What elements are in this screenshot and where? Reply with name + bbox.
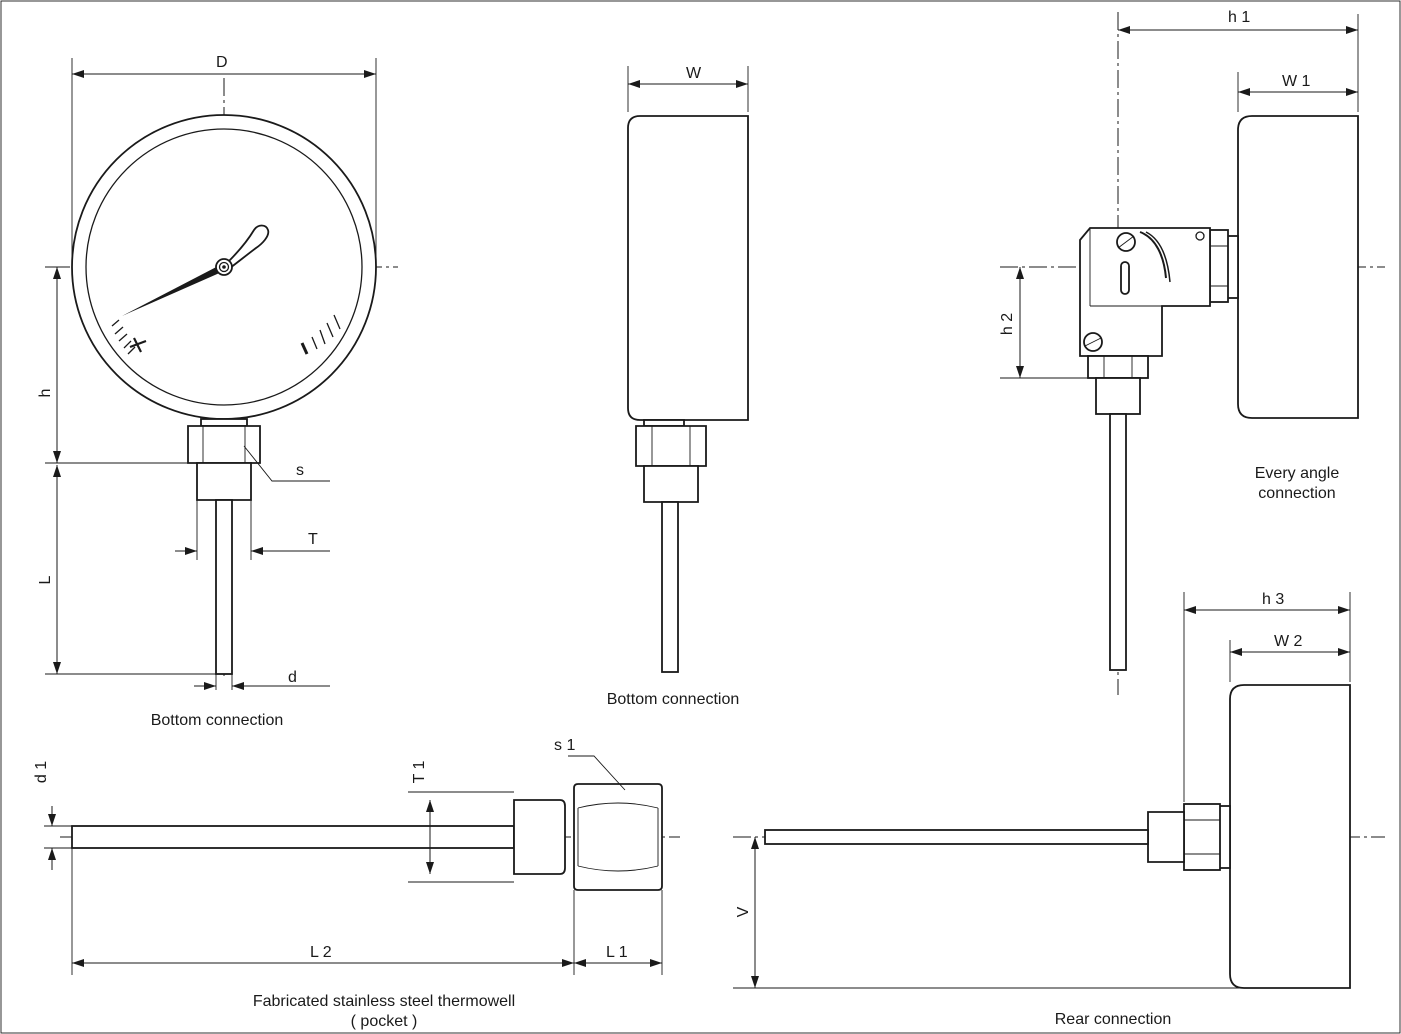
angle-head [1079,227,1211,357]
thermowell-view: d 1 T 1 s 1 L 2 L 1 Fabricated stainless… [33,737,680,1030]
dim-W1-label: W 1 [1282,73,1311,90]
front-connection [187,418,261,675]
thermowell-tube [71,825,515,849]
dim-V-label: V [735,906,752,917]
side-view: W Bottom connection [607,65,749,708]
caption-front-bottom: Bottom connection [151,712,284,729]
dim-h3-label: h 3 [1262,591,1284,608]
dim-s-label: s [296,462,304,479]
dim-h1-label: h 1 [1228,9,1250,26]
thermowell-collar [513,799,566,875]
dim-h2-label: h 2 [999,313,1016,335]
needle [122,224,270,316]
dim-T1-label: T 1 [411,760,428,783]
caption-thermowell-line2: ( pocket ) [351,1013,418,1030]
angle-case [1237,115,1359,419]
dim-W-label: W [686,65,702,82]
caption-thermowell-line1: Fabricated stainless steel thermowell [253,993,515,1010]
angle-view: h 1 W 1 h 2 Every angle connection [999,9,1385,695]
caption-rear: Rear connection [1055,1011,1172,1028]
dim-d1-label: d 1 [33,761,50,783]
thermowell-hex [573,783,663,891]
caption-angle-line1: Every angle [1255,465,1340,482]
dim-W2-label: W 2 [1274,633,1303,650]
dial-inner-ring [85,128,363,406]
rear-view: h 3 W 2 V Rear connection [733,591,1385,1028]
dim-s1-label: s 1 [554,737,575,754]
dim-T-label: T [308,531,318,548]
front-view: D h L s T d Bottom connection [37,54,398,729]
rear-stem [764,829,1149,845]
caption-angle-line2: connection [1258,485,1335,502]
dim-L2-label: L 2 [310,944,332,961]
side-case [627,115,749,421]
dim-d-label: d [288,669,297,686]
dim-D-label: D [216,54,228,71]
dim-h-label: h [37,389,54,398]
scale-ticks-right [300,314,341,355]
dim-L1-label: L 1 [606,944,628,961]
scale-ticks-left [111,319,147,355]
rear-case [1229,684,1351,989]
caption-side-bottom: Bottom connection [607,691,740,708]
dim-L-label: L [37,575,54,584]
